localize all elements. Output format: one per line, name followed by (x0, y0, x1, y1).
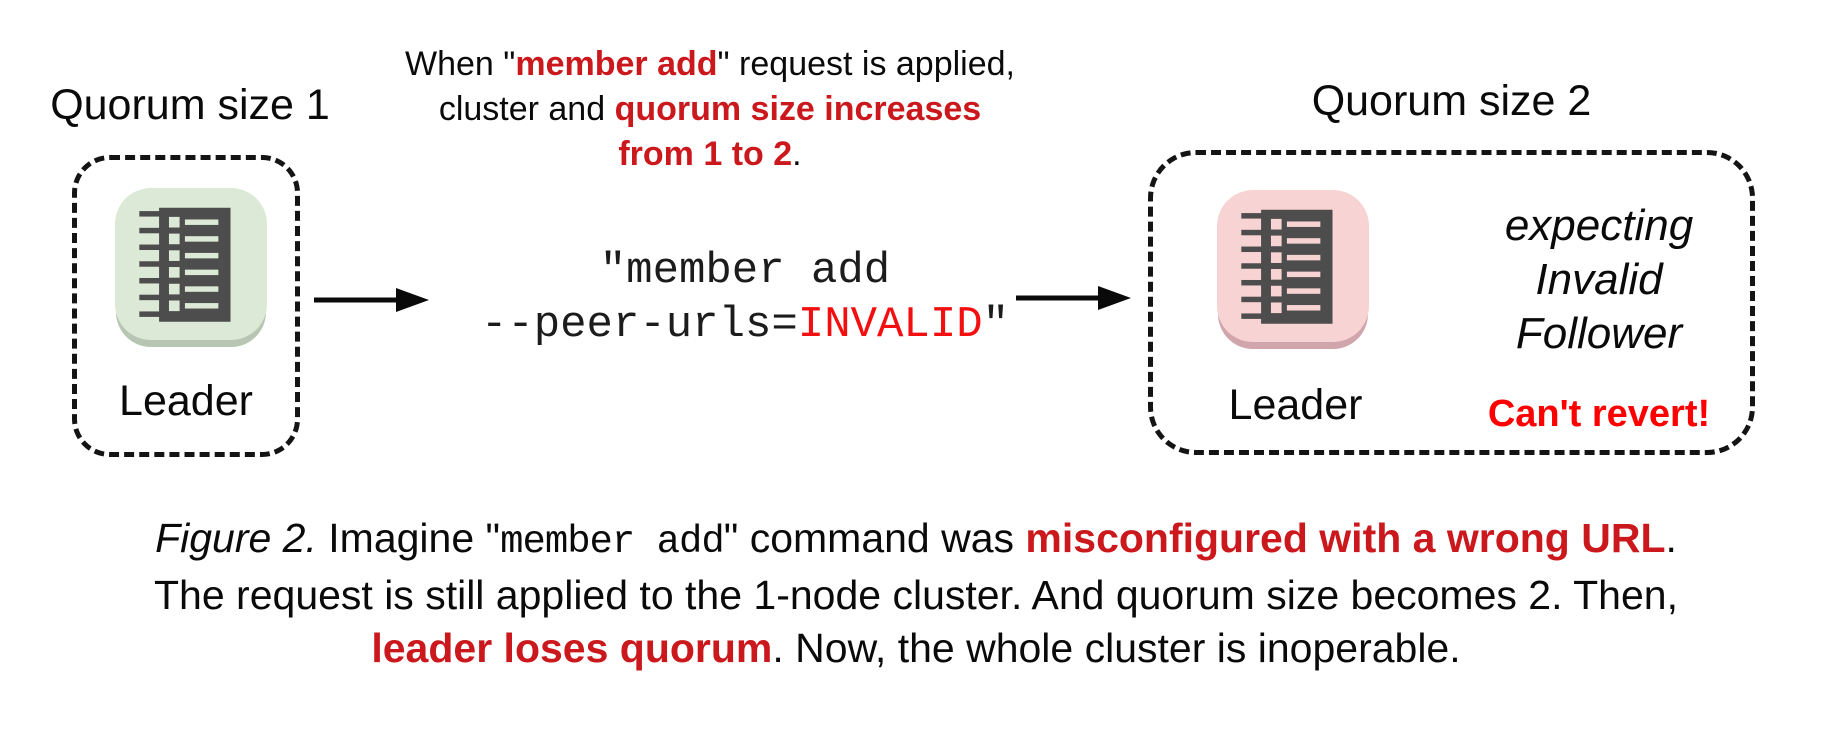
note-line: Invalid (1535, 255, 1663, 304)
leader-node-failed (1217, 190, 1369, 342)
server-icon (1241, 209, 1333, 324)
command-line-2: --peer-urls=INVALID" (480, 300, 1010, 350)
left-node-label: Leader (119, 377, 253, 425)
expecting-follower-note: expecting Invalid Follower (1443, 199, 1755, 361)
caption-line-1: Figure 2. Imagine "member add" command w… (155, 515, 1677, 564)
leader-node-healthy (115, 188, 267, 340)
annotation-line-3: from 1 to 2. (618, 135, 802, 173)
arrow-icon (1016, 286, 1131, 310)
right-cluster-title: Quorum size 2 (1311, 77, 1592, 125)
note-line: Follower (1515, 309, 1683, 358)
caption-line-3: leader loses quorum. Now, the whole clus… (371, 625, 1461, 671)
cant-revert-warning: Can't revert! (1487, 393, 1711, 435)
annotation-line-1: When "member add" request is applied, (405, 45, 1015, 83)
member-add-annotation: When "member add" request is applied, cl… (370, 42, 1050, 177)
left-cluster-box: Leader (72, 155, 300, 457)
note-line: expecting (1504, 201, 1694, 250)
figure-caption: Figure 2. Imagine "member add" command w… (0, 512, 1832, 675)
right-node-label: Leader (1228, 381, 1363, 429)
left-cluster-title: Quorum size 1 (50, 81, 330, 129)
command-line-1: "member add (599, 246, 891, 296)
member-add-command: "member add --peer-urls=INVALID" (420, 244, 1070, 352)
right-cluster-box: Leader expecting Invalid Follower Can't … (1148, 150, 1755, 455)
caption-line-2: The request is still applied to the 1-no… (154, 572, 1678, 618)
arrow-icon (314, 288, 429, 312)
annotation-line-2: cluster and quorum size increases (438, 90, 982, 128)
server-icon (139, 207, 231, 322)
